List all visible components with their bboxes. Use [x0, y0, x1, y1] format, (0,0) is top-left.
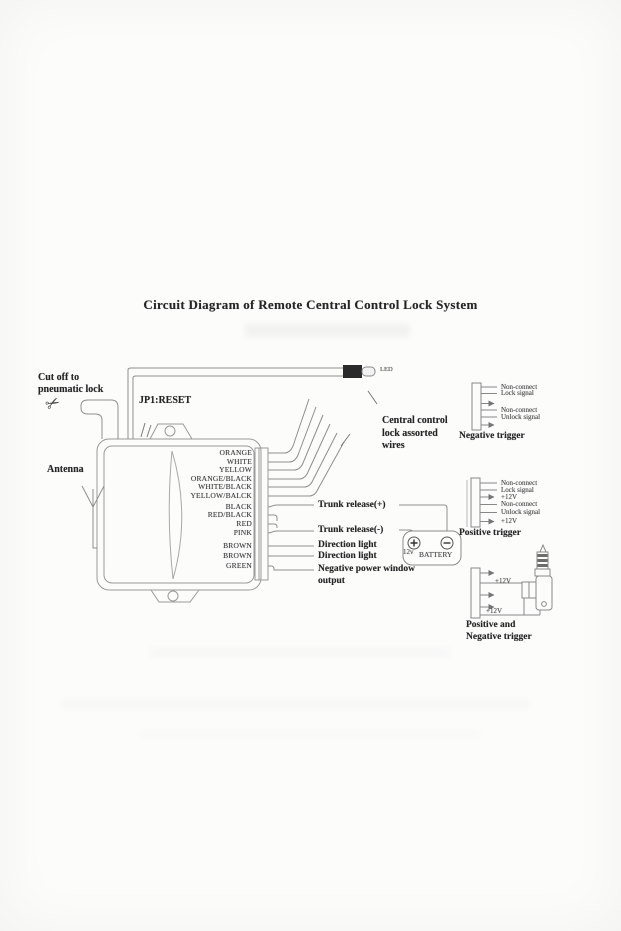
- pos-neg-trigger-title-line1: Positive and: [466, 620, 516, 630]
- pos-trigger-pin-label: Unlock signal: [501, 508, 541, 516]
- direction-light-label: Direction light: [318, 551, 377, 561]
- pos-neg-trigger-connector: [470, 567, 541, 619]
- pos-trigger-pin-label: Lock signal: [501, 485, 534, 494]
- cutoff-note: Cut off to pneumatic lock: [38, 372, 103, 395]
- wire-color-label: RED/BLACK: [207, 510, 252, 519]
- wire-color-label: YELLOW: [219, 465, 252, 474]
- positive-trigger-connector: [466, 477, 497, 528]
- wire-color-label: BROWN: [223, 541, 252, 550]
- led-label: LED: [380, 366, 393, 373]
- led-icon: [343, 365, 376, 378]
- negative-trigger-connector: [471, 382, 497, 431]
- wire-color-label: BROWN: [223, 551, 252, 560]
- wire-color-label: ORANGE/BLACK: [190, 474, 252, 483]
- led-wires: [127, 367, 343, 439]
- central-wires-line3: wires: [382, 440, 405, 451]
- wire-color-label: ORANGE: [219, 448, 252, 457]
- battery-symbol: [402, 530, 462, 566]
- direction-light-label: Direction light: [318, 540, 377, 550]
- wire-color-label: WHITE: [226, 457, 252, 466]
- wire-color-label: YELLOW/BALCK: [190, 491, 252, 500]
- battery-voltage: 12v: [403, 548, 414, 556]
- neg-trigger-pin-label: Lock signal: [501, 389, 534, 397]
- central-wires-line2: lock assorted: [382, 427, 438, 439]
- pos-neg-trigger-title-line2: Negative trigger: [466, 631, 532, 642]
- negative-trigger-title: Negative trigger: [459, 431, 525, 441]
- jp1-reset-label: JP1:RESET: [139, 395, 192, 406]
- negative-power-window-line2: output: [318, 575, 345, 586]
- negative-power-window-label: Negative power window output: [318, 564, 415, 587]
- cutoff-note-line2: pneumatic lock: [38, 383, 104, 395]
- wire-color-label: GREEN: [226, 561, 252, 570]
- positive-trigger-title: Positive trigger: [459, 528, 521, 538]
- trunk-release-minus-label: Trunk release(-): [318, 525, 384, 535]
- central-wires-label: Central control lock assorted wires: [382, 415, 448, 453]
- assorted-wires-fan: [268, 390, 378, 497]
- neg-trigger-pin-label: Non-connect: [501, 405, 538, 414]
- wire-color-label: RED: [236, 519, 252, 528]
- antenna-symbol: [81, 485, 105, 549]
- pos-trigger-pin-label: Non-connect: [501, 500, 538, 508]
- trunk-release-plus-label: Trunk release(+): [318, 500, 386, 510]
- pos-trigger-pin-label: +12V: [501, 492, 518, 501]
- pos-trigger-pin-label: Non-connect: [501, 478, 538, 487]
- wire-color-label: WHITE/BLACK: [198, 482, 252, 491]
- antenna-label: Antenna: [47, 464, 84, 475]
- page-title: Circuit Diagram of Remote Central Contro…: [143, 297, 478, 312]
- pos-neg-trigger-title: Positive and Negative trigger: [466, 620, 532, 643]
- wire-color-label: BLACK: [225, 502, 252, 511]
- battery-label: BATTERY: [419, 550, 453, 559]
- lock-actuator: [521, 543, 553, 611]
- jp1-jumper-stubs: [140, 422, 152, 438]
- control-box: [96, 423, 269, 603]
- negative-power-window-line1: Negative power window: [318, 564, 415, 574]
- cutoff-note-line1: Cut off to: [38, 372, 80, 383]
- neg-trigger-pin-label: Unlock signal: [501, 412, 541, 421]
- pos-trigger-pin-label: +12V: [501, 517, 518, 525]
- pos-neg-12v-label: +12V: [486, 606, 503, 615]
- neg-trigger-pin-label: Non-connect: [501, 382, 538, 391]
- central-wires-line1: Central control: [382, 415, 448, 426]
- wire-color-label: PINK: [233, 528, 252, 537]
- cutoff-wire-loop: [80, 399, 119, 439]
- pos-neg-12v-label: +12V: [495, 577, 512, 585]
